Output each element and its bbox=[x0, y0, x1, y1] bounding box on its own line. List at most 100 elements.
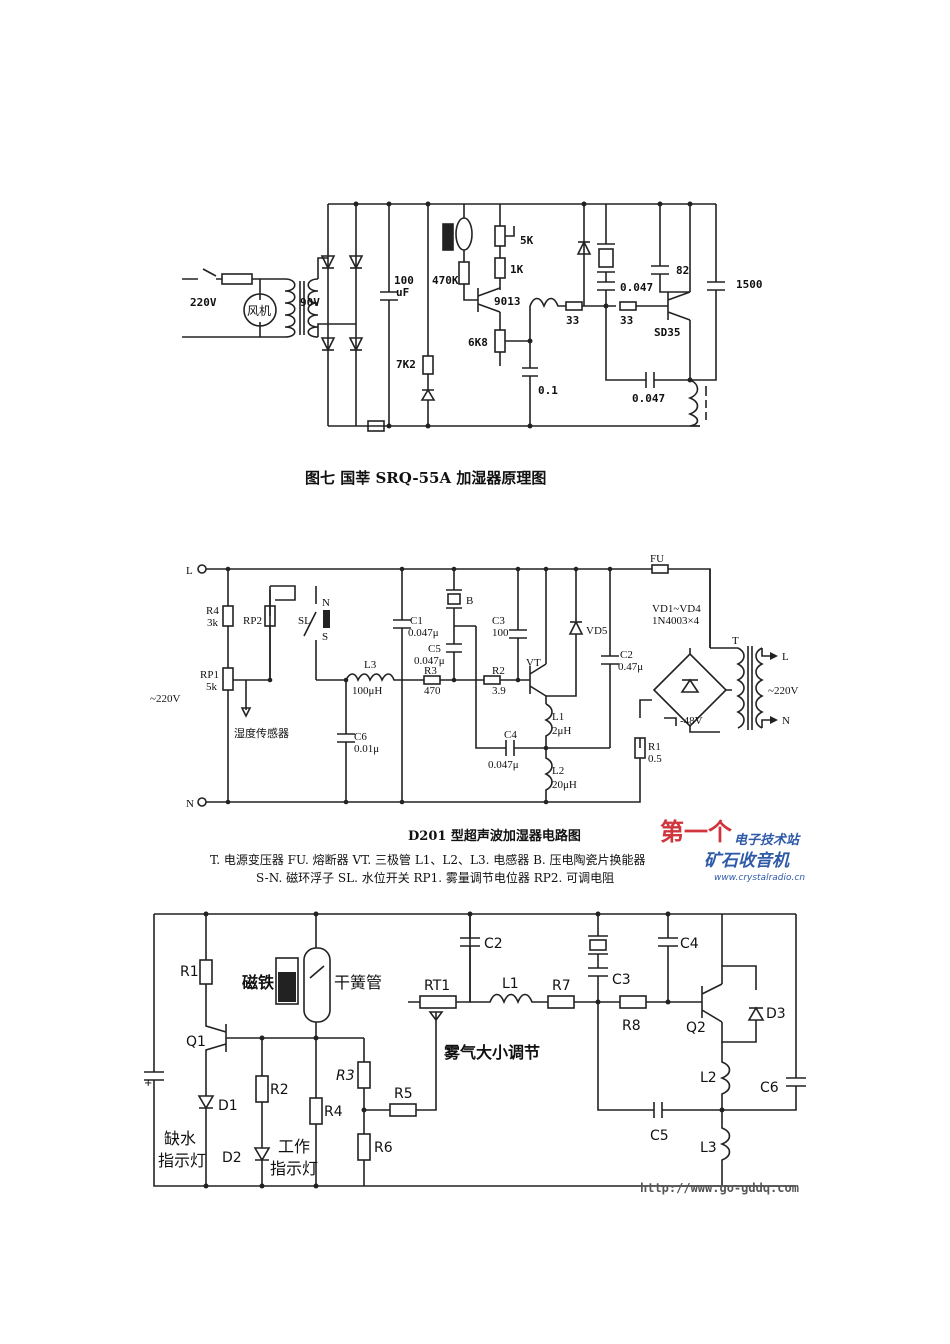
diagram1-caption: 图七 国莘 SRQ-55A 加湿器原理图 bbox=[305, 469, 546, 487]
label-rp1-value: 5k bbox=[206, 681, 218, 693]
crystalradio-watermark: 第一个 电子技术站 矿石收音机 www.crystalradio.cn bbox=[660, 817, 805, 883]
label-r33-a: 33 bbox=[566, 314, 579, 327]
watermark-url: www.crystalradio.cn bbox=[714, 873, 805, 883]
label-r1: R1 bbox=[648, 741, 661, 753]
label-c6-value: 0.01μ bbox=[354, 743, 379, 755]
diagram-d201: L N ~220V R4 3k RP1 5k RP2 SL N S 湿度传感器 … bbox=[150, 553, 798, 885]
label-fan: 风机 bbox=[247, 304, 271, 318]
diagram-humidifier-3: + bbox=[144, 911, 806, 1195]
label-vd1-vd4: VD1~VD4 bbox=[652, 603, 701, 615]
label-cap-0-047-a: 0.047 bbox=[620, 281, 653, 294]
label-d2: D2 bbox=[222, 1150, 242, 1166]
label-c5: C5 bbox=[650, 1128, 669, 1144]
label-l2: L2 bbox=[700, 1070, 717, 1086]
label-cap-82: 82 bbox=[676, 264, 689, 277]
label-c2: C2 bbox=[484, 936, 503, 952]
label-l3: L3 bbox=[364, 659, 377, 671]
label-t-220v: ~220V bbox=[768, 685, 798, 697]
diagram2-caption: D201 型超声波加湿器电路图 bbox=[408, 828, 581, 844]
label-fu: FU bbox=[650, 553, 664, 565]
label-l1: L1 bbox=[552, 711, 564, 723]
label-c2: C2 bbox=[620, 649, 633, 661]
label-reed-switch: 干簧管 bbox=[334, 973, 382, 992]
label-r1k: 1K bbox=[510, 263, 524, 276]
label-q2: Q2 bbox=[686, 1020, 706, 1036]
label-l1: L1 bbox=[502, 976, 519, 992]
label-c4: C4 bbox=[680, 936, 699, 952]
watermark-first: 第一个 bbox=[660, 817, 733, 846]
label-rp1: RP1 bbox=[200, 669, 219, 681]
label-90v: 90V bbox=[300, 296, 320, 309]
label-work-indicator: 指示灯 bbox=[270, 1159, 318, 1178]
label-l: L bbox=[186, 565, 193, 577]
label-b: B bbox=[466, 595, 473, 607]
source-url: http://www.go-gddq.com bbox=[640, 1181, 799, 1195]
label-c4: C4 bbox=[504, 729, 517, 741]
label-magnet: 磁铁 bbox=[242, 973, 274, 992]
label-r4: R4 bbox=[206, 605, 219, 617]
label-r1: R1 bbox=[180, 964, 199, 980]
label-c4-value: 0.047μ bbox=[488, 759, 519, 771]
label-l2-value: 20μH bbox=[552, 779, 577, 791]
label-cap-0-047-b: 0.047 bbox=[632, 392, 665, 405]
label-r4-value: 3k bbox=[207, 617, 219, 629]
label-r1-value: 0.5 bbox=[648, 753, 662, 765]
label-r5: R5 bbox=[394, 1086, 413, 1102]
label-c5: C5 bbox=[428, 643, 441, 655]
label-lack-water: 缺水 bbox=[164, 1129, 196, 1148]
label-r2: R2 bbox=[492, 665, 505, 677]
label-t-n: N bbox=[782, 715, 790, 727]
label-t: T bbox=[732, 635, 739, 647]
label-l3: L3 bbox=[700, 1140, 717, 1156]
label-c1-value: 0.047μ bbox=[408, 627, 439, 639]
label-r3: R3 bbox=[424, 665, 437, 677]
label-r470k: 470K bbox=[432, 274, 459, 287]
label-c2-value: 0.47μ bbox=[618, 661, 643, 673]
label-s-float: S bbox=[322, 631, 328, 643]
label-work: 工作 bbox=[278, 1137, 310, 1156]
label-cap-uf: uF bbox=[396, 286, 409, 299]
label-l1-value: 2μH bbox=[552, 725, 571, 737]
label-r5k: 5K bbox=[520, 234, 534, 247]
label-r3-value: 470 bbox=[424, 685, 441, 697]
label-d1: D1 bbox=[218, 1098, 238, 1114]
label-r4: R4 bbox=[324, 1104, 343, 1120]
label-l2: L2 bbox=[552, 765, 564, 777]
label-r7: R7 bbox=[552, 978, 571, 994]
label-c3-value: 100 bbox=[492, 627, 509, 639]
label-fog-adjust: 雾气大小调节 bbox=[443, 1043, 540, 1062]
label-l3-value: 100μH bbox=[352, 685, 382, 697]
label-sl: SL bbox=[298, 615, 311, 627]
label-r33-b: 33 bbox=[620, 314, 633, 327]
label-n-float: N bbox=[322, 597, 330, 609]
label-c6: C6 bbox=[354, 731, 367, 743]
label-cap-0-1: 0.1 bbox=[538, 384, 558, 397]
label-c5-value: 0.047μ bbox=[414, 655, 445, 667]
label-minus-48v: -48V bbox=[680, 715, 703, 727]
label-q9013: 9013 bbox=[494, 295, 521, 308]
diagram2-legend-1: T. 电源变压器 FU. 熔断器 VT. 三极管 L1、L2、L3. 电感器 B… bbox=[210, 852, 646, 867]
label-sd35: SD35 bbox=[654, 326, 681, 339]
label-humidity-sensor: 湿度传感器 bbox=[234, 726, 289, 740]
label-n: N bbox=[186, 798, 194, 810]
label-rp2: RP2 bbox=[243, 615, 262, 627]
label-vd-value: 1N4003×4 bbox=[652, 615, 700, 627]
label-c3: C3 bbox=[492, 615, 505, 627]
label-cap-100: 100 bbox=[394, 274, 414, 287]
label-220v: 220V bbox=[190, 296, 217, 309]
label-c1: C1 bbox=[410, 615, 423, 627]
label-t-l: L bbox=[782, 651, 789, 663]
label-q1: Q1 bbox=[186, 1034, 206, 1050]
battery-plus-icon: + bbox=[144, 1078, 152, 1089]
label-c6: C6 bbox=[760, 1080, 779, 1096]
label-vd5: VD5 bbox=[586, 625, 608, 637]
label-r6k8: 6K8 bbox=[468, 336, 488, 349]
label-c3: C3 bbox=[612, 972, 631, 988]
watermark-site: 电子技术站 bbox=[734, 832, 801, 848]
label-r2-value: 3.9 bbox=[492, 685, 506, 697]
watermark-crystal: 矿石收音机 bbox=[704, 851, 790, 871]
label-r2: R2 bbox=[270, 1082, 289, 1098]
label-220v: ~220V bbox=[150, 693, 180, 705]
diagram-srq55a: 220V 风机 90V 100 uF 470K 7K2 5K 1K 9013 6… bbox=[182, 201, 763, 487]
label-r3: R3 bbox=[336, 1068, 355, 1084]
